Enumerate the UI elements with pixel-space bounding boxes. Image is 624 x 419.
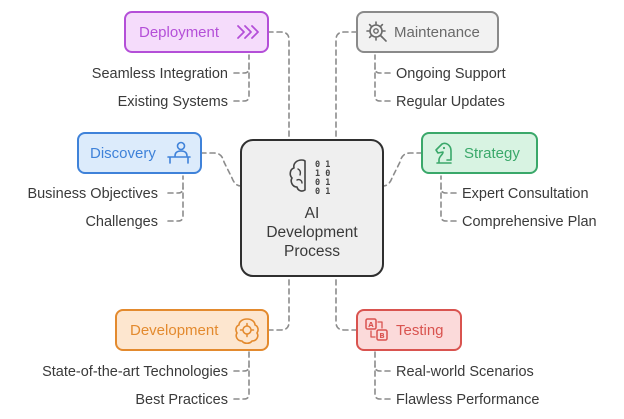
node-testing: A B Testing Real-world Scenarios Flawles… [356, 309, 539, 408]
connector-discovery-sub [167, 175, 184, 194]
connector-testing-sub [374, 351, 391, 372]
node-testing-label: Testing [396, 322, 444, 339]
maintenance-subitem-1: Ongoing Support [396, 66, 506, 82]
connector-strategy [382, 152, 423, 187]
development-subitem-2: Best Practices [135, 392, 228, 408]
connector-development-sub [233, 351, 250, 372]
connector-discovery-sub [167, 187, 184, 222]
connector-testing [335, 275, 358, 331]
discovery-subitem-2: Challenges [85, 214, 158, 230]
connector-strategy-sub [440, 175, 457, 194]
ab-test-icon: A B [365, 318, 388, 341]
connector-testing-sub [374, 365, 391, 400]
connector-maintenance-sub [374, 54, 391, 74]
node-deployment: Deployment Seamless Integration Existing… [92, 11, 269, 110]
strategy-subitem-1: Expert Consultation [462, 186, 589, 202]
svg-text:1 0: 1 0 [315, 169, 330, 179]
svg-text:0 1: 0 1 [315, 160, 330, 170]
connector-maintenance-sub [374, 67, 391, 102]
node-development-label: Development [130, 322, 219, 339]
testing-subitem-2: Flawless Performance [396, 392, 539, 408]
testing-subitem-1: Real-world Scenarios [396, 364, 534, 380]
gear-wrench-icon [366, 21, 387, 42]
center-title-line-1: AI [305, 205, 320, 222]
node-maintenance: Maintenance Ongoing Support Regular Upda… [356, 11, 506, 110]
chevrons-right-icon [237, 25, 259, 39]
node-strategy: Strategy Expert Consultation Comprehensi… [421, 132, 597, 230]
center-title-line-2: Development [266, 224, 358, 241]
brain-gear-icon [235, 318, 259, 345]
svg-text:A: A [368, 321, 374, 329]
center-title-line-3: Process [284, 243, 340, 260]
maintenance-subitem-2: Regular Updates [396, 94, 505, 110]
connectors [167, 31, 457, 400]
connector-deployment [267, 31, 290, 141]
connector-strategy-sub [440, 187, 457, 222]
connector-development [267, 275, 290, 331]
connector-development-sub [233, 365, 250, 400]
svg-text:0 1: 0 1 [315, 187, 330, 197]
deployment-subitem-1: Seamless Integration [92, 66, 228, 82]
chess-knight-icon [435, 142, 452, 164]
node-discovery-label: Discovery [90, 145, 156, 162]
connector-discovery [200, 152, 242, 187]
node-deployment-label: Deployment [139, 24, 220, 41]
person-desk-icon [167, 141, 191, 164]
brain-binary-icon: 0 1 1 0 0 1 0 1 [289, 159, 330, 197]
deployment-subitem-2: Existing Systems [118, 94, 228, 110]
connector-deployment-sub [233, 67, 250, 102]
node-discovery: Discovery Business Objectives Challenges [27, 132, 202, 230]
connector-deployment-sub [233, 54, 250, 74]
node-development: Development State-of-the-art Technologie… [42, 309, 269, 408]
node-maintenance-label: Maintenance [394, 24, 480, 41]
development-subitem-1: State-of-the-art Technologies [42, 364, 228, 380]
discovery-subitem-1: Business Objectives [27, 186, 158, 202]
svg-text:0 1: 0 1 [315, 178, 330, 188]
svg-text:B: B [379, 332, 384, 340]
center-node: 0 1 1 0 0 1 0 1 AI Development Process [240, 139, 384, 277]
strategy-subitem-2: Comprehensive Plan [462, 214, 597, 230]
node-strategy-label: Strategy [464, 145, 520, 162]
connector-maintenance [335, 31, 358, 141]
